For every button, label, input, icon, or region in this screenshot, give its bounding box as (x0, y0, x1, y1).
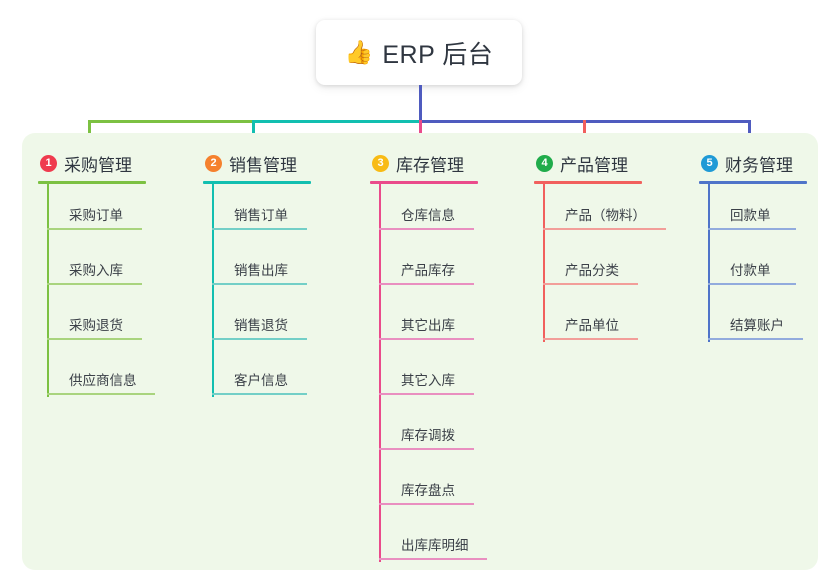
branch-spine-procurement (47, 181, 49, 397)
list-item-label: 产品分类 (565, 263, 619, 278)
thumbs-up-icon: 👍 (344, 39, 374, 65)
list-item-label: 其它入库 (401, 373, 455, 388)
list-item-underline (379, 228, 474, 230)
root-node-content: 👍 ERP 后台 (345, 35, 494, 71)
branch-number-badge-procurement: 1 (40, 154, 57, 172)
list-item-label: 出库库明细 (401, 538, 469, 553)
root-node-title: ERP 后台 (382, 40, 494, 69)
list-item-underline (543, 228, 666, 230)
branch-underline-sales (203, 181, 311, 184)
branch-column-finance: 5 财务管理 (699, 151, 807, 184)
list-item-label: 销售退货 (234, 318, 288, 333)
list-item-label: 库存盘点 (401, 483, 455, 498)
list-item-label: 仓库信息 (401, 208, 455, 223)
list-item-label: 付款单 (730, 263, 771, 278)
list-item-underline (708, 283, 796, 285)
branch-underline-product (534, 181, 642, 184)
list-item-underline (379, 338, 474, 340)
list-item-label: 采购入库 (69, 263, 123, 278)
list-item-underline (47, 393, 155, 395)
list-item-underline (212, 393, 307, 395)
connector-teal-segment (252, 120, 420, 123)
list-item-label: 销售订单 (234, 208, 288, 223)
branch-number-badge-sales: 2 (205, 154, 222, 172)
list-item-underline (212, 228, 307, 230)
list-item-underline (708, 338, 803, 340)
branch-header-finance[interactable]: 5 财务管理 (699, 151, 807, 175)
branch-column-sales: 2 销售管理 (203, 151, 311, 184)
list-item-label: 产品库存 (401, 263, 455, 278)
branch-column-procurement: 1 采购管理 (38, 151, 146, 184)
branch-column-inventory: 3 库存管理 (370, 151, 478, 184)
list-item-underline (47, 283, 142, 285)
root-stem-line (419, 85, 422, 120)
root-node-card[interactable]: 👍 ERP 后台 (316, 20, 522, 85)
branch-title-procurement: 采购管理 (64, 155, 132, 175)
list-item-label: 产品单位 (565, 318, 619, 333)
branch-title-sales: 销售管理 (229, 155, 297, 175)
branch-spine-inventory (379, 181, 381, 562)
branch-spine-product (543, 181, 545, 342)
list-item-label: 结算账户 (730, 318, 784, 333)
list-item-underline (543, 338, 638, 340)
list-item-label: 销售出库 (234, 263, 288, 278)
list-item-underline (708, 228, 796, 230)
branch-header-sales[interactable]: 2 销售管理 (203, 151, 311, 175)
list-item-underline (543, 283, 638, 285)
branches-panel: 1 采购管理采购订单采购入库采购退货供应商信息 2 销售管理销售订单销售出库销售退货客… (22, 133, 818, 570)
branch-header-inventory[interactable]: 3 库存管理 (370, 151, 478, 175)
branch-column-product: 4 产品管理 (534, 151, 642, 184)
branch-title-product: 产品管理 (560, 155, 628, 175)
list-item-label: 采购订单 (69, 208, 123, 223)
list-item-label: 供应商信息 (69, 373, 137, 388)
list-item-label: 客户信息 (234, 373, 288, 388)
branch-number-badge-inventory: 3 (372, 154, 389, 172)
list-item-label: 其它出库 (401, 318, 455, 333)
branch-number-badge-product: 4 (536, 154, 553, 172)
list-item-underline (212, 338, 307, 340)
branch-spine-finance (708, 181, 710, 342)
list-item-underline (212, 283, 307, 285)
list-item-underline (379, 503, 474, 505)
list-item-underline (47, 338, 142, 340)
branch-underline-inventory (370, 181, 478, 184)
branch-header-procurement[interactable]: 1 采购管理 (38, 151, 146, 175)
list-item-underline (379, 283, 474, 285)
branch-title-inventory: 库存管理 (396, 155, 464, 175)
list-item-underline (379, 558, 487, 560)
branch-underline-finance (699, 181, 807, 184)
list-item-label: 产品（物料） (565, 208, 646, 223)
branch-number-badge-finance: 5 (701, 154, 718, 172)
list-item-label: 采购退货 (69, 318, 123, 333)
branch-spine-sales (212, 181, 214, 397)
list-item-underline (379, 448, 474, 450)
branch-header-product[interactable]: 4 产品管理 (534, 151, 642, 175)
list-item-underline (47, 228, 142, 230)
connector-green-segment (88, 120, 253, 123)
list-item-underline (379, 393, 474, 395)
list-item-label: 库存调拨 (401, 428, 455, 443)
list-item-label: 回款单 (730, 208, 771, 223)
branch-underline-procurement (38, 181, 146, 184)
branch-title-finance: 财务管理 (725, 155, 793, 175)
